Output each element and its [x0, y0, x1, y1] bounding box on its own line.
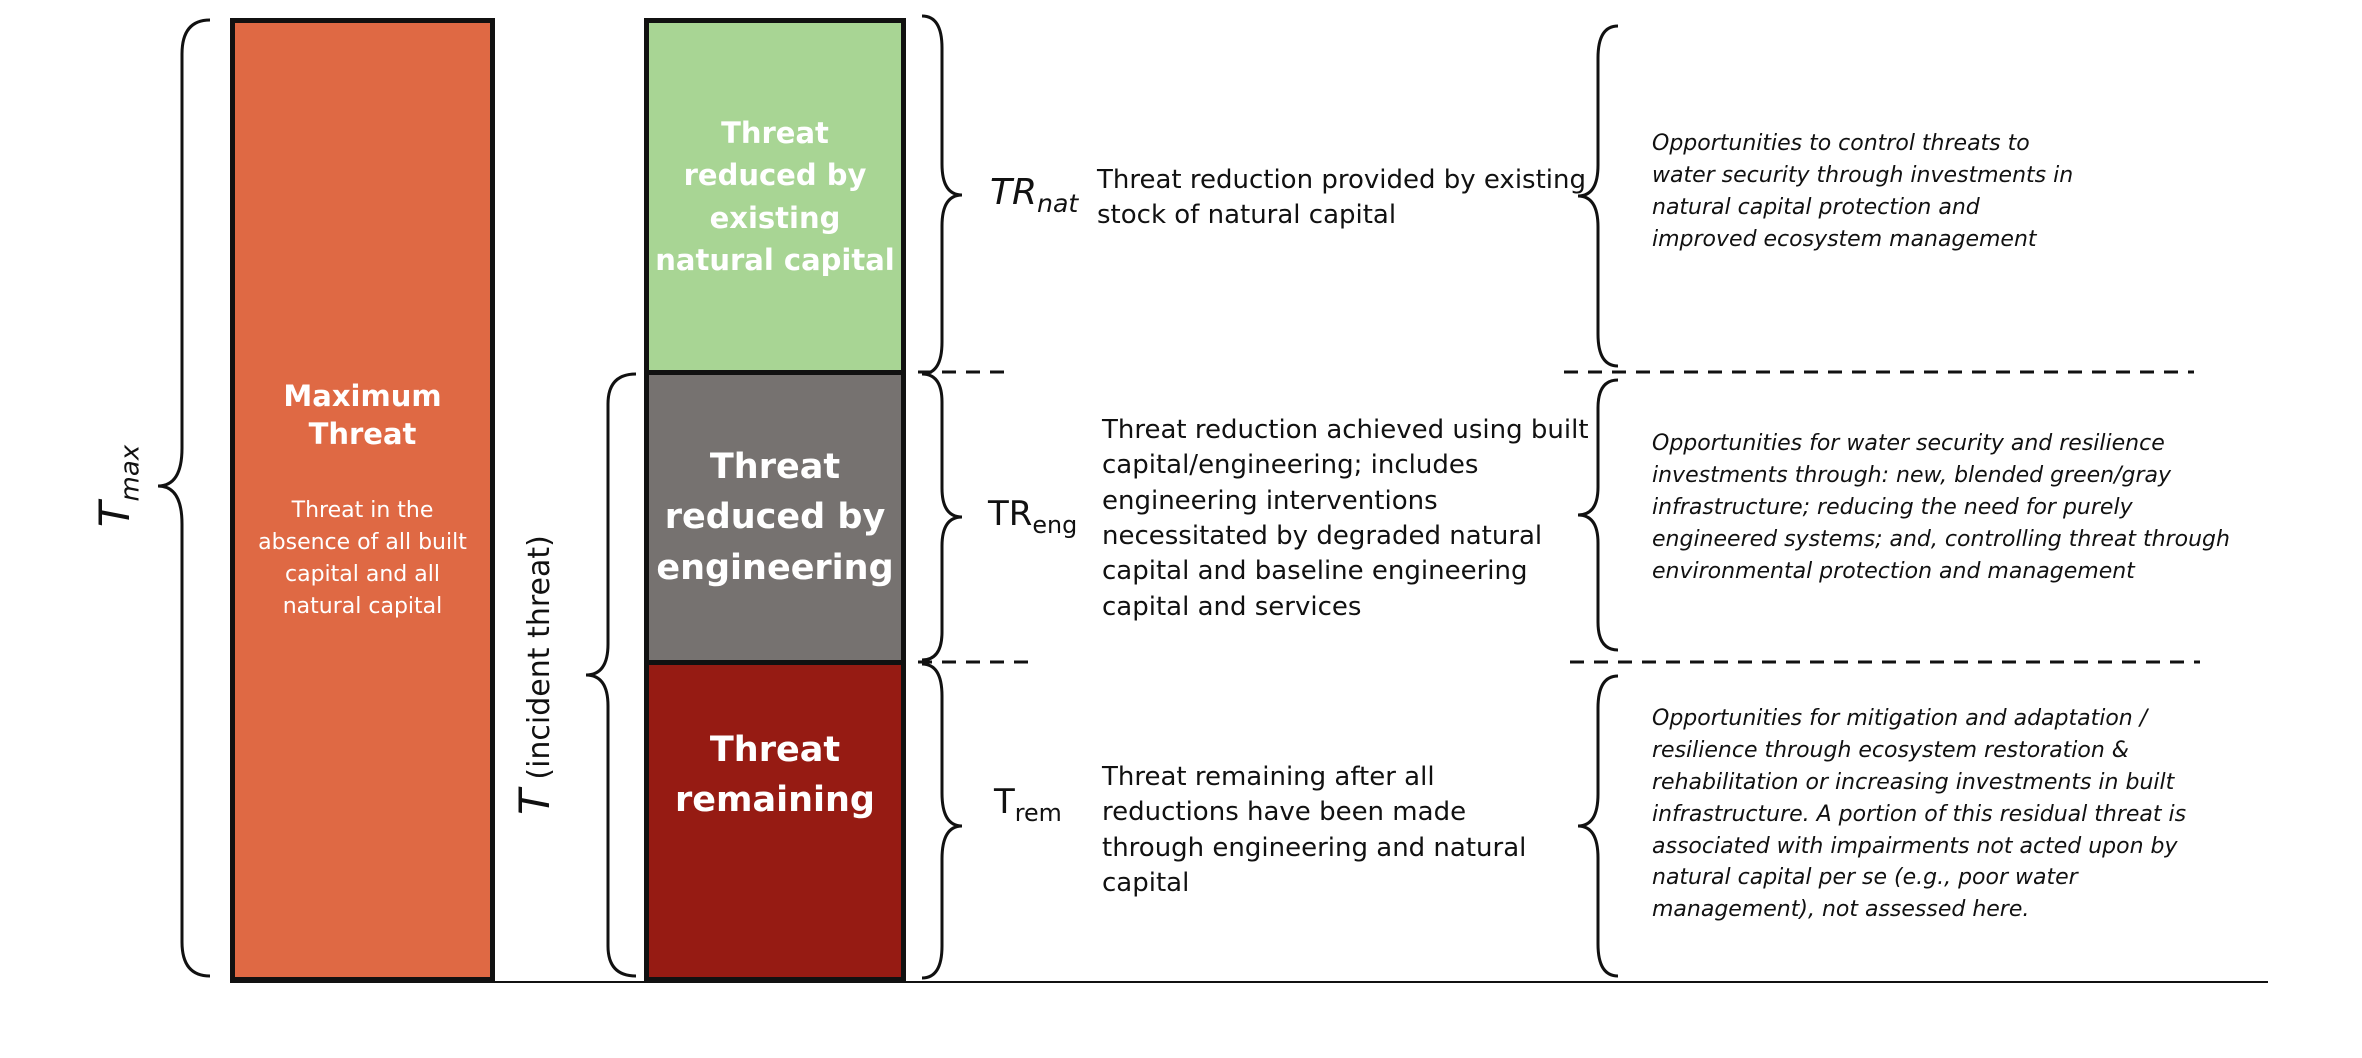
- brace-opp-nat: [1577, 24, 1619, 368]
- brace-treng: [921, 372, 963, 662]
- natural-capital-box: Threat reduced by existing natural capit…: [644, 18, 906, 375]
- treng-description: Threat reduction achieved using built ca…: [1102, 415, 1589, 622]
- maximum-threat-box: Maximum Threat Threat in the absence of …: [230, 18, 495, 982]
- remaining-box: Threat remaining: [644, 660, 906, 982]
- trnat-symbol: TRnat: [990, 172, 1079, 219]
- engineering-box: Threat reduced by engineering: [644, 370, 906, 665]
- opportunity-engineering: Opportunities for water security and res…: [1652, 431, 2230, 584]
- opportunity-remaining: Opportunities for mitigation and adaptat…: [1652, 706, 2187, 923]
- treng-symbol: TReng: [988, 494, 1078, 539]
- brace-opp-eng: [1577, 378, 1619, 652]
- brace-tmax: [157, 18, 211, 978]
- brace-incident-threat: [585, 372, 637, 978]
- maximum-threat-description: Threat in the absence of all built capit…: [258, 498, 467, 620]
- brace-opp-rem: [1577, 674, 1619, 978]
- tmax-label: Tmax: [90, 444, 146, 528]
- brace-trem: [921, 662, 963, 980]
- trem-description: Threat remaining after all reductions ha…: [1102, 762, 1527, 899]
- brace-trnat: [921, 14, 963, 376]
- trnat-description: Threat reduction provided by existing st…: [1097, 165, 1586, 231]
- maximum-threat-title: Maximum Threat: [283, 378, 442, 452]
- opportunity-natural: Opportunities to control threats to wate…: [1652, 131, 2074, 252]
- trem-symbol: Trem: [994, 782, 1062, 827]
- incident-threat-label: T (incident threat): [510, 535, 559, 815]
